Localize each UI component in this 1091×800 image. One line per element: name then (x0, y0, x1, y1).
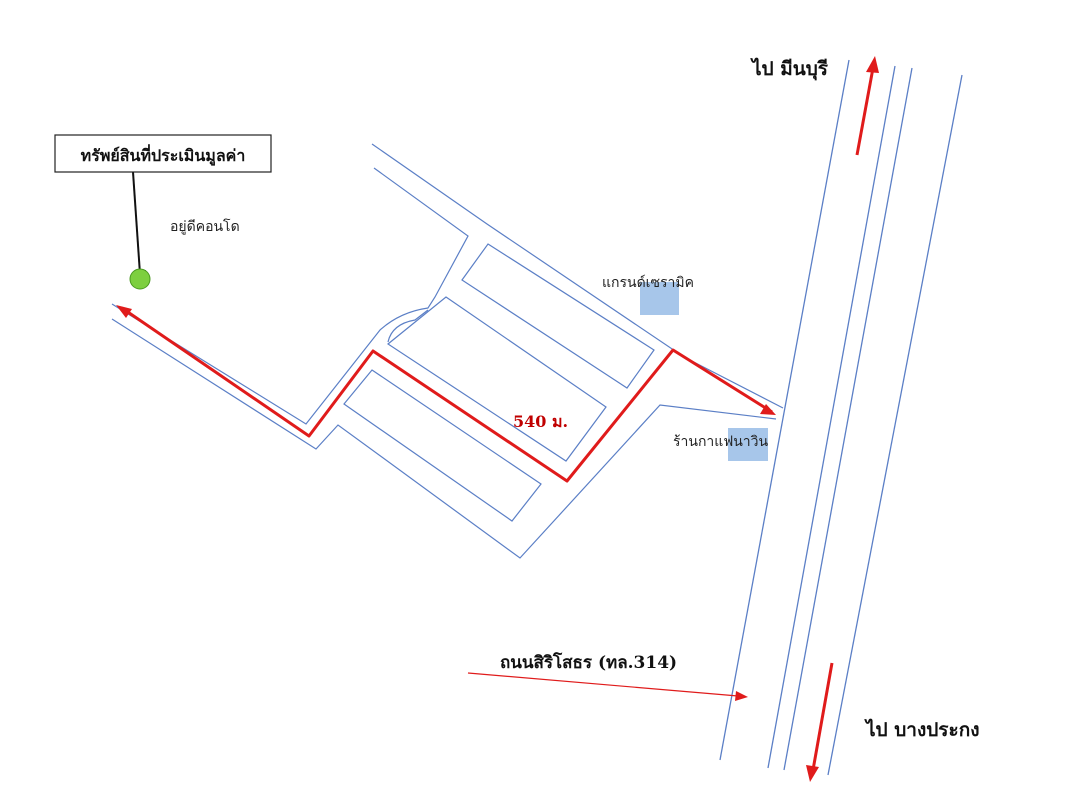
block-2 (386, 296, 607, 462)
highway-lines (719, 59, 963, 776)
min-buri-direction-label: ไป มีนบุรี (750, 57, 829, 81)
condo-label: อยู่ดีคอนโด (170, 218, 240, 235)
bang-prakong-direction-label: ไป บางประกง (864, 718, 980, 741)
block-1 (461, 243, 655, 389)
grand-ceramic-label: แกรนด์เซรามิค (602, 274, 694, 291)
main-soi-upper-edge (111, 167, 469, 425)
property-pointer-line (132, 171, 141, 275)
upper-road-edge (371, 143, 784, 409)
road-name-pointer-arrowhead (735, 691, 748, 701)
route (121, 306, 773, 483)
northbound-arrow-line (855, 67, 875, 156)
northbound-arrowhead (866, 56, 879, 73)
road-name-label: ถนนสิริโสธร (ทล.314) (500, 652, 677, 673)
property-marker (129, 268, 151, 290)
soi-fork-lower (387, 309, 429, 343)
property-label: ทรัพย์สินที่ประเมินมูลค่า (81, 144, 246, 167)
route-arrowhead-left (116, 305, 132, 318)
highway-line-2 (767, 65, 896, 769)
southbound-arrowhead (806, 765, 819, 782)
route-arrowhead-right (760, 404, 776, 415)
main-soi-lower-edge (111, 318, 777, 559)
distance-label: 540 ม. (513, 412, 568, 431)
property-label-box (54, 134, 272, 173)
highway-line-1 (719, 59, 850, 761)
landmark-marker-grand-ceramic (640, 282, 679, 315)
southbound-arrow-line (811, 662, 834, 771)
soi-roads (111, 143, 784, 559)
highway-line-4 (827, 74, 963, 776)
road-name-pointer-line (467, 672, 739, 697)
block-3 (343, 369, 542, 522)
route-path (121, 306, 773, 483)
landmark-marker-coffee-shop (728, 428, 768, 461)
coffee-shop-label: ร้านกาแฟนาวิน (673, 434, 769, 450)
highway-line-3 (783, 67, 913, 771)
